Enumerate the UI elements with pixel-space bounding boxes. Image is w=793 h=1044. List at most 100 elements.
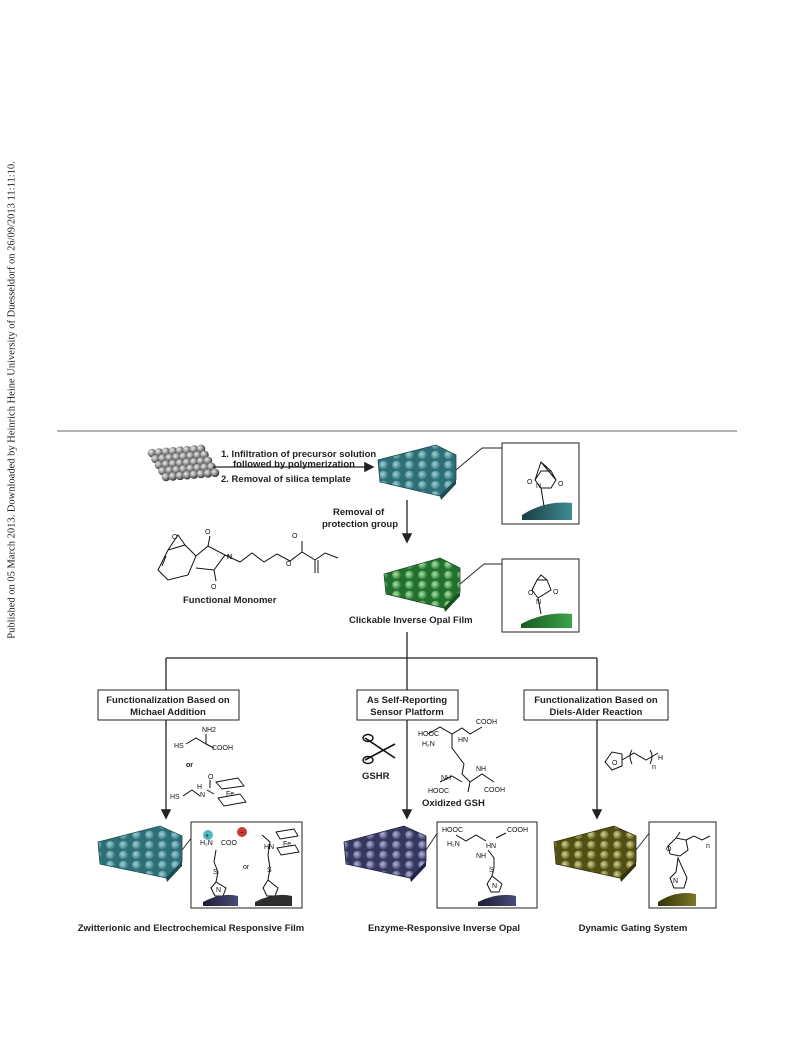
cys-hs: HS <box>174 743 184 750</box>
zwitterionic-zoom-box: + − H₂N COO S N or HN S Fe <box>190 821 303 909</box>
plus-icon: + <box>205 833 209 840</box>
branch-michael-line2: Michael Addition <box>130 707 206 718</box>
monomer-o-bridge: O <box>172 534 178 541</box>
fc-fe: Fe <box>226 791 234 798</box>
green-n-label: N <box>536 599 541 606</box>
clickable-film-label: Clickable Inverse Opal Film <box>349 615 473 626</box>
ferrocene-thiol-structure: HS H N O Fe <box>170 774 247 807</box>
silica-sphere <box>161 472 171 482</box>
gsh-nh2-bottom: NH <box>476 766 486 773</box>
furan-alkyl-structure: O H n <box>604 749 663 771</box>
gsh-hn-top: HN <box>458 737 468 744</box>
step1-line3: 2. Removal of silica template <box>221 474 351 485</box>
gating-n: N <box>673 878 678 885</box>
silica-template <box>147 444 220 482</box>
gsh-h2n-top: H₂N <box>422 741 435 748</box>
functional-monomer-structure: O O O N O O <box>157 529 339 591</box>
fc-hs: HS <box>170 794 180 801</box>
removal-line1: Removal of <box>333 507 385 518</box>
silica-sphere <box>175 471 185 481</box>
green-o-label: O <box>528 590 534 597</box>
minus-icon: − <box>240 830 244 837</box>
step1-line2: followed by polymerization <box>233 459 355 470</box>
branch-connectors <box>165 632 598 690</box>
branch-diels-box: Functionalization Based on Diels-Alder R… <box>523 689 669 721</box>
zw-s: S <box>213 869 218 876</box>
gsh-cooh-top: COOH <box>476 719 497 726</box>
branch-diels-line1: Functionalization Based on <box>534 695 658 706</box>
removal-line2: protection group <box>322 519 398 530</box>
zw-or-label: or <box>243 864 250 871</box>
functional-monomer-label: Functional Monomer <box>183 595 277 606</box>
gating-o: O <box>666 846 672 853</box>
silica-sphere <box>210 468 220 478</box>
cys-nh2: NH <box>202 727 212 734</box>
gsh-hooc-top: HOOC <box>418 731 439 738</box>
publication-note: Published on 05 March 2013. Downloaded b… <box>6 161 18 639</box>
silica-sphere <box>189 470 199 479</box>
enz-cooh: COOH <box>507 827 528 834</box>
zw-coo: COO <box>221 840 238 847</box>
zw-fe: Fe <box>283 841 291 848</box>
furan-n: n <box>652 764 656 771</box>
fc-n: N <box>200 792 205 799</box>
enzyme-zoom-box: HOOC COOH H₂N HN NH S N <box>436 821 538 909</box>
enz-s: S <box>489 867 494 874</box>
monomer-n: N <box>227 554 232 561</box>
zwitterionic-film <box>97 825 197 882</box>
fc-h: H <box>197 784 202 791</box>
teal-o-label: O <box>558 481 564 488</box>
bottom-middle-label: Enzyme-Responsive Inverse Opal <box>368 923 520 934</box>
zw-s-2: S <box>267 867 272 874</box>
cysteine-structure: HS NH 2 COOH <box>174 727 233 752</box>
silica-sphere <box>182 470 192 480</box>
teal-zoom-box: N O O <box>501 442 580 525</box>
step1-line1: 1. Infiltration of precursor solution <box>221 449 376 460</box>
green-zoom-box: O O N <box>501 558 580 633</box>
michael-or-label: or <box>186 762 193 769</box>
oxidized-gsh-structure: HOOC H₂N COOH HN NH HOOC NH COOH <box>418 719 505 795</box>
gating-n-sub: n <box>706 843 710 850</box>
enz-hn: HN <box>486 843 496 850</box>
monomer-o-bottom: O <box>211 584 217 591</box>
bottom-left-label: Zwitterionic and Electrochemical Respons… <box>78 923 304 934</box>
teal-n-label: N <box>536 483 541 490</box>
zw-hn: HN <box>264 844 274 851</box>
branch-sensor-line2: Sensor Platform <box>370 707 443 718</box>
silica-sphere <box>168 472 178 481</box>
green-inverse-opal-film <box>383 557 502 612</box>
silica-sphere <box>203 469 213 478</box>
zw-h2n: H₂N <box>200 840 213 847</box>
teal-inverse-opal-film <box>377 444 502 500</box>
cys-nh2-sub: 2 <box>212 727 216 734</box>
enz-nh: NH <box>476 853 486 860</box>
enzyme-responsive-film <box>343 825 439 882</box>
fc-o: O <box>208 774 214 781</box>
branch-diels-line2: Diels-Alder Reaction <box>550 707 643 718</box>
branch-michael-line1: Functionalization Based on <box>106 695 230 706</box>
side-watermark: Published on 05 March 2013. Downloaded b… <box>0 0 24 1039</box>
cys-cooh: COOH <box>212 745 233 752</box>
scissors-icon <box>362 733 396 765</box>
monomer-o-ester: O <box>286 561 292 568</box>
gsh-nh-bottom: NH <box>441 775 451 782</box>
gsh-cooh-bottom: COOH <box>484 787 505 794</box>
gating-zoom-box: N O n <box>648 821 717 909</box>
branch-michael-box: Functionalization Based on Michael Addit… <box>97 689 240 721</box>
monomer-o-ester-carbonyl: O <box>292 533 298 540</box>
branch-sensor-box: As Self-Reporting Sensor Platform <box>356 689 459 721</box>
enz-h2n: H₂N <box>447 841 460 848</box>
zw-n: N <box>216 887 221 894</box>
furan-o: O <box>612 760 618 767</box>
gsh-hooc-bottom: HOOC <box>428 788 449 795</box>
bottom-right-label: Dynamic Gating System <box>579 923 688 934</box>
furan-h: H <box>658 755 663 762</box>
branch-sensor-line1: As Self-Reporting <box>367 695 447 706</box>
enz-hooc: HOOC <box>442 827 463 834</box>
monomer-o-top: O <box>205 529 211 536</box>
silica-sphere <box>196 469 206 479</box>
teal-o-label-2: O <box>527 479 533 486</box>
gshr-label: GSHR <box>362 771 390 782</box>
green-o-label-2: O <box>553 589 559 596</box>
